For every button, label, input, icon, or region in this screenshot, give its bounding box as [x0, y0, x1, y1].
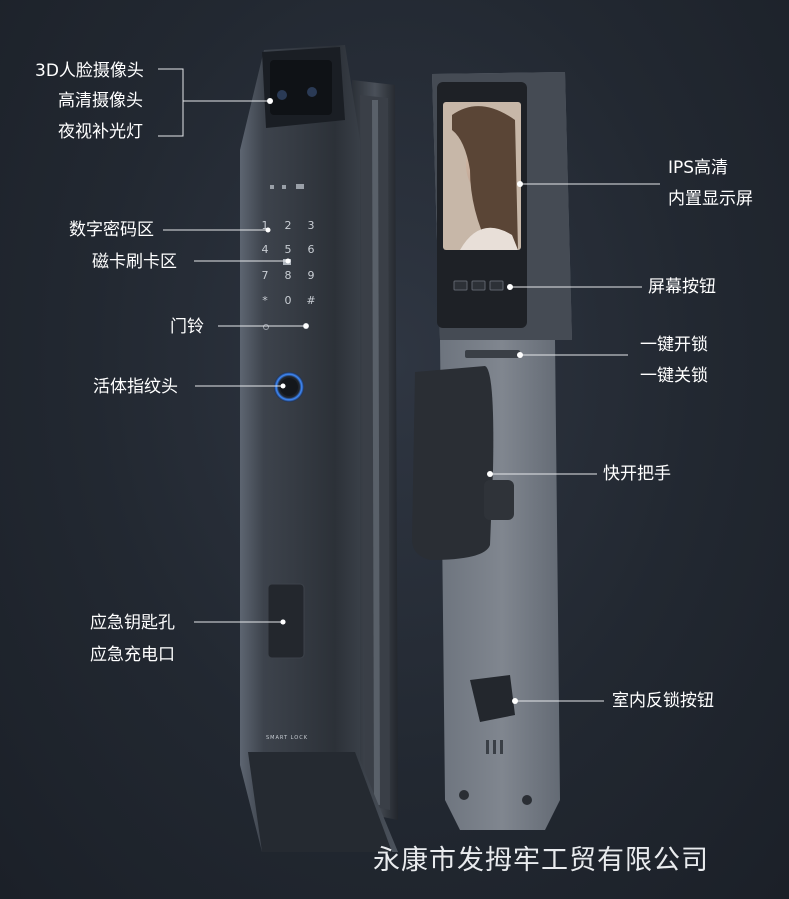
- keypad-key[interactable]: 9: [308, 269, 315, 282]
- lock-unlock-key[interactable]: [465, 350, 520, 358]
- label-inner-lock-button: 室内反锁按钮: [612, 691, 714, 711]
- keypad-key[interactable]: 3: [308, 219, 315, 232]
- label-doorbell: 门铃: [170, 317, 204, 337]
- keypad-key[interactable]: 5: [285, 243, 292, 256]
- label-keypad-area: 数字密码区: [69, 220, 154, 240]
- keypad-key[interactable]: 8: [285, 269, 292, 282]
- label-one-key-close: 一键关锁: [640, 366, 708, 386]
- front-lock-handle: [352, 80, 398, 820]
- keypad-key[interactable]: 2: [285, 219, 292, 232]
- inner-lock-knob[interactable]: [470, 675, 515, 722]
- back-lock-body: [412, 72, 572, 830]
- label-charge-port: 应急充电口: [90, 645, 175, 665]
- label-fingerprint: 活体指纹头: [93, 377, 178, 397]
- label-card-area: 磁卡刷卡区: [92, 252, 177, 272]
- keypad-key[interactable]: 1: [262, 219, 269, 232]
- emergency-key-cover: [267, 583, 305, 659]
- keypad-key[interactable]: 6: [308, 243, 315, 256]
- screen-button[interactable]: [471, 280, 486, 291]
- label-night-light: 夜视补光灯: [58, 122, 143, 142]
- leader-lines: [158, 68, 660, 702]
- keypad-key[interactable]: #: [306, 294, 315, 307]
- brand-text: SMART LOCK: [266, 735, 308, 741]
- label-ips-line2: 内置显示屏: [668, 189, 753, 209]
- label-face-camera: 3D人脸摄像头: [35, 61, 144, 81]
- label-ips-line1: IPS高清: [668, 158, 729, 178]
- keypad: 1 2 3 4 5 6 7 8 9 * 0 #: [262, 219, 316, 307]
- screen-button[interactable]: [489, 280, 504, 291]
- doorbell-icon: [263, 324, 269, 330]
- camera-lens: [307, 87, 317, 97]
- leader-dots: [265, 98, 523, 704]
- label-hd-camera: 高清摄像头: [58, 91, 143, 111]
- label-key-hole: 应急钥匙孔: [90, 613, 175, 633]
- label-one-key-open: 一键开锁: [640, 335, 708, 355]
- quick-open-handle[interactable]: [412, 366, 494, 560]
- keypad-key[interactable]: 0: [285, 294, 292, 307]
- label-quick-handle: 快开把手: [603, 464, 671, 484]
- label-screen-button: 屏幕按钮: [648, 277, 716, 297]
- keypad-key[interactable]: 4: [262, 243, 269, 256]
- keypad-key[interactable]: *: [262, 294, 268, 307]
- camera-lens: [277, 90, 287, 100]
- screen-button[interactable]: [453, 280, 468, 291]
- keypad-key[interactable]: 7: [262, 269, 269, 282]
- company-footer: 永康市发拇牢工贸有限公司: [373, 845, 709, 876]
